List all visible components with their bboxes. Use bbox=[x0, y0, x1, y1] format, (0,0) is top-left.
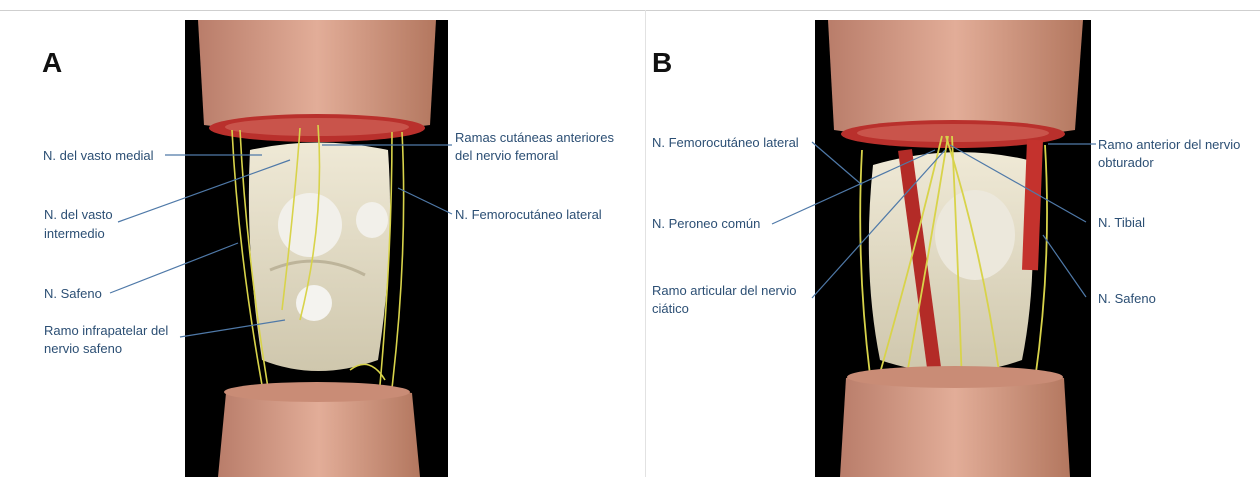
label-infrapatelar-line1: Ramo infrapatelar del bbox=[44, 322, 168, 339]
label-cutaneas-line1: Ramas cutáneas anteriores bbox=[455, 129, 614, 146]
label-femorocutaneo-b: N. Femorocutáneo lateral bbox=[652, 134, 799, 151]
label-articular-line1: Ramo articular del nervio bbox=[652, 282, 797, 299]
label-safeno-b: N. Safeno bbox=[1098, 290, 1156, 307]
label-tibial: N. Tibial bbox=[1098, 214, 1145, 231]
panel-b-muscle-2 bbox=[1030, 140, 1035, 270]
panel-a-condyle bbox=[278, 193, 342, 257]
label-femorocutaneo-a: N. Femorocutáneo lateral bbox=[455, 206, 602, 223]
label-obturador-line2: obturador bbox=[1098, 154, 1154, 171]
panel-b-letter: B bbox=[652, 47, 672, 79]
label-vasto-medial: N. del vasto medial bbox=[43, 147, 154, 164]
label-cutaneas-line2: del nervio femoral bbox=[455, 147, 558, 164]
label-obturador-line1: Ramo anterior del nervio bbox=[1098, 136, 1240, 153]
label-infrapatelar-line2: nervio safeno bbox=[44, 340, 122, 357]
label-vasto-intermedio-line1: N. del vasto bbox=[44, 206, 113, 223]
panel-a-letter: A bbox=[42, 47, 62, 79]
label-articular-line2: ciático bbox=[652, 300, 689, 317]
label-peroneo: N. Peroneo común bbox=[652, 215, 760, 232]
label-vasto-intermedio-line2: intermedio bbox=[44, 225, 105, 242]
label-safeno-a: N. Safeno bbox=[44, 285, 102, 302]
